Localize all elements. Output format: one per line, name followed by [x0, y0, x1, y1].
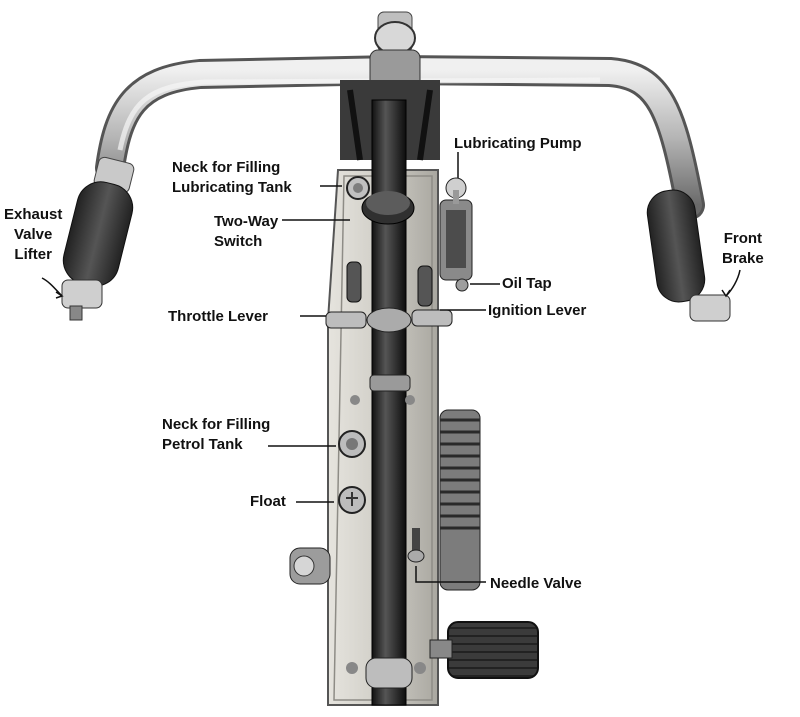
right-grip: [646, 189, 731, 322]
label-float: Float: [250, 493, 286, 510]
petrol-tank-fittings: [338, 395, 426, 674]
label-front-brake-line2: Brake: [722, 250, 764, 267]
label-front-brake: Front Brake: [722, 229, 764, 269]
left-grip: [61, 156, 135, 321]
engine-cylinder: [439, 409, 481, 591]
label-lubricating-pump: Lubricating Pump: [454, 135, 582, 152]
label-ignition-lever: Ignition Lever: [488, 302, 587, 319]
label-neck-petrol-tank: Neck for Filling Petrol Tank: [162, 415, 270, 455]
label-two-way-switch-line2: Switch: [214, 233, 263, 250]
label-front-brake-line1: Front: [723, 230, 763, 247]
label-oil-tap: Oil Tap: [502, 275, 552, 292]
pedal: [429, 621, 539, 679]
lubricating-tank-cap: [346, 176, 370, 200]
label-neck-lubricating-tank: Neck for Filling Lubricating Tank: [172, 158, 292, 198]
top-tube: [365, 99, 413, 706]
label-neck-lubricating-tank-line2: Lubricating Tank: [172, 179, 292, 196]
label-exhaust-valve-lifter-line3: Lifter: [14, 246, 52, 263]
needle-valve-part: [407, 528, 425, 563]
two-way-switch-part: [361, 191, 415, 225]
label-exhaust-valve-lifter: Exhaust Valve Lifter: [4, 205, 62, 265]
handlebar: [95, 54, 705, 220]
leader-lines: [41, 152, 741, 583]
label-neck-lubricating-tank-line1: Neck for Filling: [172, 159, 281, 176]
label-two-way-switch: Two-Way Switch: [214, 212, 278, 252]
left-engine-nut: [289, 547, 331, 585]
label-neck-petrol-tank-line2: Petrol Tank: [162, 436, 243, 453]
label-two-way-switch-line1: Two-Way: [214, 213, 279, 230]
label-throttle-lever: Throttle Lever: [168, 308, 269, 325]
control-levers: [325, 261, 469, 329]
label-exhaust-valve-lifter-line1: Exhaust: [4, 206, 63, 223]
lubricating-pump-part: [439, 177, 473, 281]
label-exhaust-valve-lifter-line2: Valve: [13, 226, 53, 243]
label-neck-petrol-tank-line1: Neck for Filling: [162, 416, 271, 433]
label-needle-valve: Needle Valve: [490, 575, 582, 592]
